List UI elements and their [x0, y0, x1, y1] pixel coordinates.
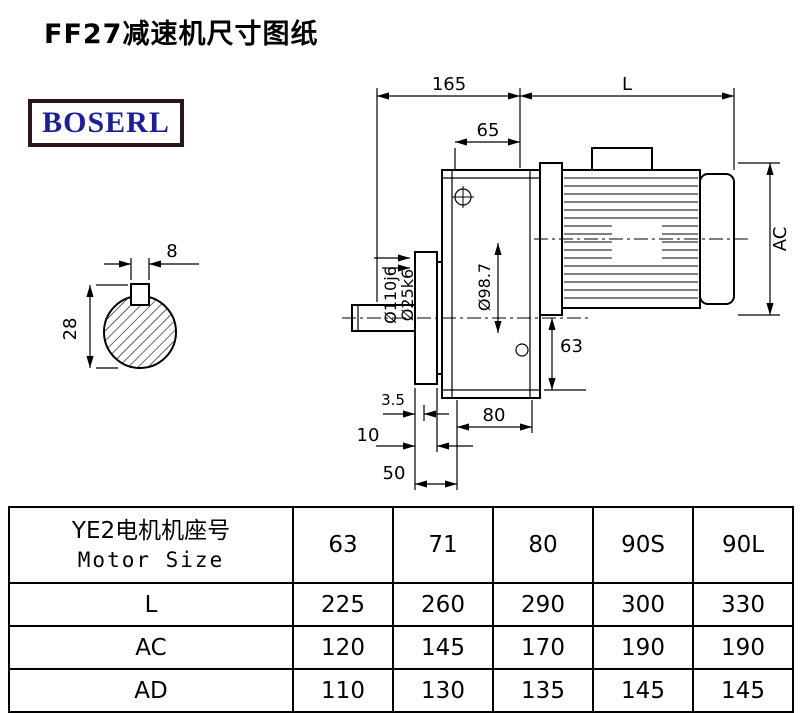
spec-table: YE2电机机座号 Motor Size 63 71 80 90S 90L L 2…: [8, 506, 794, 713]
col-header-90S: 90S: [592, 506, 694, 584]
cell-AC-90L: 190: [692, 625, 794, 670]
cell-AD-90L: 145: [692, 668, 794, 713]
col-header-63: 63: [292, 506, 394, 584]
dim-165-label: 165: [432, 74, 466, 95]
bolt-hole: [515, 343, 529, 357]
cell-AD-63: 110: [292, 668, 394, 713]
motor-size-header-cn: YE2电机机座号: [71, 518, 231, 545]
cell-AC-80: 170: [492, 625, 594, 670]
dim-L-label: L: [622, 74, 632, 95]
col-header-90L: 90L: [692, 506, 794, 584]
gearbox-outline: [342, 169, 588, 399]
dim-AC-label: AC: [770, 227, 791, 252]
table-header-row: YE2电机机座号 Motor Size 63 71 80 90S 90L: [8, 506, 794, 584]
dim-110-label: Ø110j6: [381, 266, 400, 324]
brand-logo: BOSERL: [28, 99, 184, 147]
row-label-L: L: [8, 582, 294, 627]
brand-logo-text: BOSERL: [42, 106, 170, 139]
dim-50-label: 50: [383, 463, 406, 484]
row-label-AD: AD: [8, 668, 294, 713]
table-row-AC: AC 120 145 170 190 190: [8, 625, 794, 670]
dim-98-label: Ø98.7: [475, 263, 494, 311]
table-row-AD: AD 110 130 135 145 145: [8, 668, 794, 713]
dim-8-label: 8: [166, 241, 177, 262]
cell-AD-71: 130: [392, 668, 494, 713]
dim-28-label: 28: [60, 318, 81, 341]
dim-80-label: 80: [483, 405, 506, 426]
cell-AD-90S: 145: [592, 668, 694, 713]
col-header-71: 71: [392, 506, 494, 584]
cell-L-90S: 300: [592, 582, 694, 627]
page-title: FF27减速机尺寸图纸: [44, 19, 319, 50]
cell-AD-80: 135: [492, 668, 594, 713]
cell-AC-71: 145: [392, 625, 494, 670]
cell-L-63: 225: [292, 582, 394, 627]
dim-10-label: 10: [357, 425, 380, 446]
dim-35-label: 3.5: [381, 391, 405, 409]
cell-L-90L: 330: [692, 582, 794, 627]
motor-size-header: YE2电机机座号 Motor Size: [8, 506, 294, 584]
motor-nameplate: [612, 224, 662, 262]
dim-65-label: 65: [477, 120, 500, 141]
terminal-box: [591, 147, 653, 171]
dim-25-label: Ø25k6: [398, 269, 417, 321]
motor-outline: [534, 147, 752, 316]
table-row-L: L 225 260 290 300 330: [8, 582, 794, 627]
cell-L-71: 260: [392, 582, 494, 627]
cell-AC-90S: 190: [592, 625, 694, 670]
cell-L-80: 290: [492, 582, 594, 627]
dim-63-label: 63: [560, 336, 583, 357]
col-header-80: 80: [492, 506, 594, 584]
shaft-section-view: 8 28: [60, 241, 199, 369]
keyway-slot: [130, 283, 150, 306]
cell-AC-63: 120: [292, 625, 394, 670]
dimension-lines: 165 L 65 AC Ø98.7 Ø110j6 Ø25k6 63 3.5: [357, 74, 791, 490]
row-label-AC: AC: [8, 625, 294, 670]
motor-size-header-en: Motor Size: [77, 548, 225, 573]
